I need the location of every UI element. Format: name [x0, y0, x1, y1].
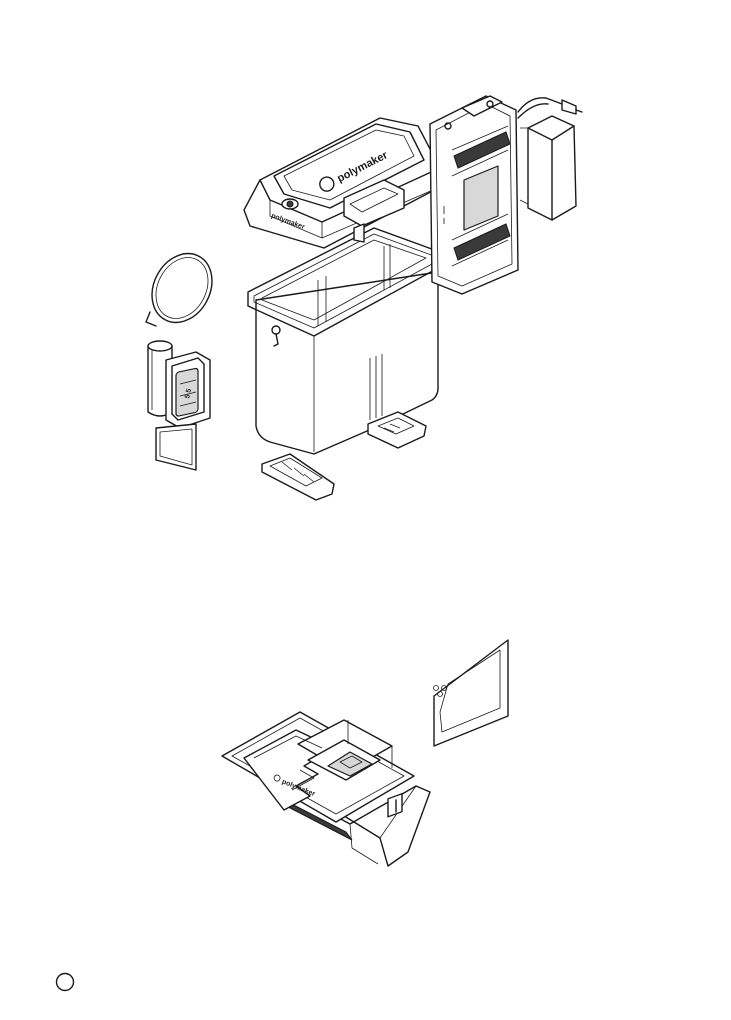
adhesive-sheet [434, 640, 509, 746]
gasket-ring [140, 243, 223, 333]
assembled-tray-view: polymaker [222, 640, 508, 866]
adhesive-pad [156, 424, 196, 470]
hygrometer-display-unit [430, 96, 582, 294]
circle-outline-icon [57, 974, 74, 991]
container-lid: polymaker polymaker [244, 118, 442, 248]
exploded-view: 5 5 [140, 96, 582, 500]
foot-pad-left [262, 454, 334, 500]
hygrometer-device: 5 5 [166, 352, 210, 428]
